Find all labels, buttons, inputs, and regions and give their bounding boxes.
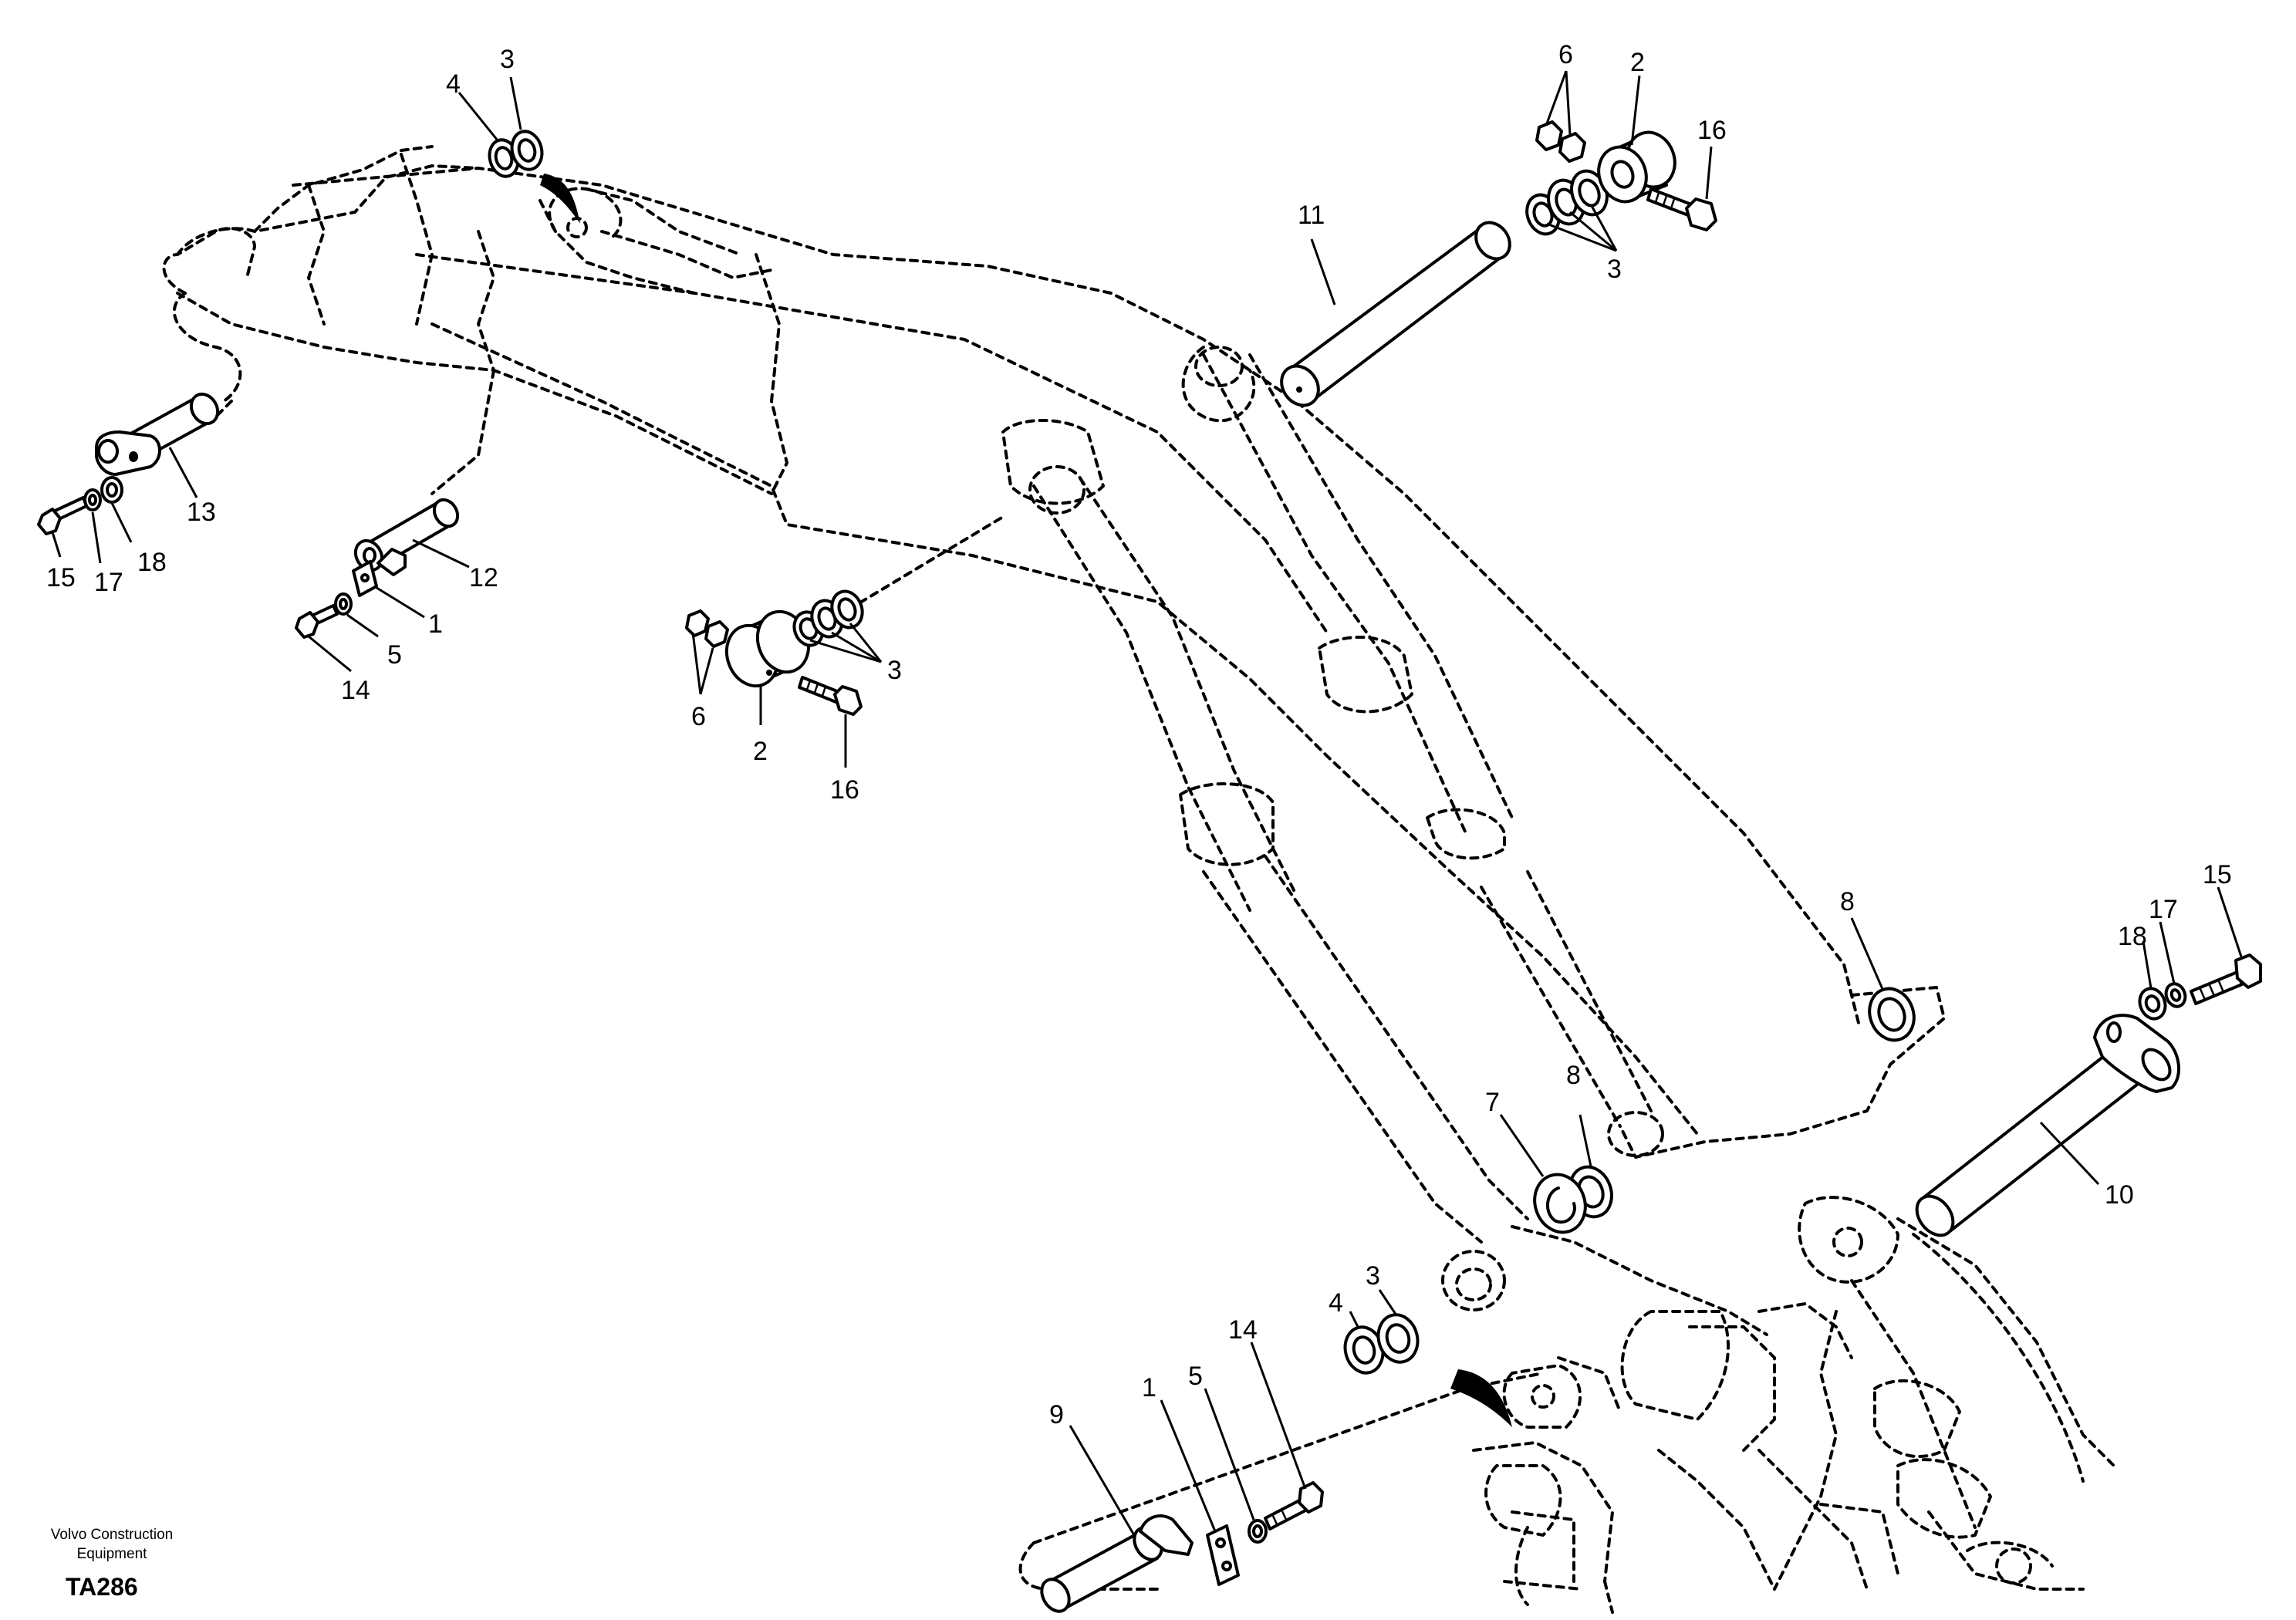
callout-18: 18: [137, 548, 167, 577]
washers-3-top-right: [1525, 169, 1609, 236]
fasteners-right: [2138, 953, 2262, 1021]
callout-17: 17: [94, 568, 123, 597]
callout-3: 3: [1366, 1261, 1380, 1291]
pin-10: [1915, 1014, 2181, 1237]
callout-9: 9: [1049, 1400, 1064, 1429]
callout-3: 3: [887, 656, 902, 685]
collar-2-top-right: [1597, 130, 1676, 204]
callout-1: 1: [428, 609, 443, 639]
fasteners-bottom: [1206, 1481, 1324, 1586]
callout-7: 7: [1485, 1088, 1500, 1117]
callout-16: 16: [1697, 116, 1727, 145]
brand-line-1: Volvo Construction: [51, 1527, 173, 1543]
fasteners-upper-left: [37, 476, 123, 535]
callout-14: 14: [1228, 1315, 1258, 1345]
cylinder-outlines: [847, 346, 1664, 1311]
washer-8-upper: [1868, 987, 1916, 1042]
callout-5: 5: [1188, 1362, 1203, 1391]
callout-2: 2: [1630, 48, 1645, 77]
callout-3: 3: [1607, 255, 1622, 284]
bolt-16-top-right: [1646, 187, 1717, 231]
callout-15: 15: [46, 563, 76, 592]
callout-labels: 4 3 6 2 16 11 3 13 15 17 18 12 1 5 14 6 …: [46, 40, 2232, 1429]
ring-7: [1533, 1173, 1587, 1234]
callout-2: 2: [753, 737, 768, 766]
callout-1: 1: [1142, 1373, 1156, 1402]
callout-11: 11: [1298, 201, 1325, 230]
brand-line-2: Equipment: [77, 1546, 148, 1562]
pin-13: [95, 392, 220, 476]
boom-outline: [292, 167, 1946, 1159]
fasteners-left: [295, 560, 378, 639]
nuts-6-middle: [685, 609, 729, 648]
callout-8: 8: [1566, 1061, 1581, 1090]
callout-16: 16: [830, 775, 859, 805]
callout-14: 14: [341, 676, 370, 705]
bolt-16-middle: [798, 676, 863, 716]
callout-5: 5: [387, 640, 402, 670]
callout-4: 4: [446, 69, 461, 99]
washers-4-3-top: [488, 130, 580, 224]
callout-17: 17: [2149, 895, 2178, 924]
washers-3-middle: [792, 589, 864, 647]
callout-10: 10: [2105, 1180, 2134, 1210]
callout-3: 3: [500, 45, 515, 74]
callout-12: 12: [469, 563, 498, 592]
callout-18: 18: [2118, 922, 2147, 951]
pin-11: [1280, 221, 1511, 407]
washers-4-3-bottom: [1343, 1313, 1512, 1427]
nuts-6-top-right: [1535, 120, 1586, 163]
footer: Volvo Construction Equipment TA286: [51, 1527, 173, 1601]
callout-8: 8: [1840, 887, 1855, 916]
pin-9: [1040, 1514, 1194, 1613]
callout-6: 6: [691, 702, 706, 731]
callout-13: 13: [187, 498, 216, 527]
callout-15: 15: [2203, 860, 2232, 889]
callout-4: 4: [1329, 1288, 1343, 1318]
drawing-code: TA286: [66, 1573, 138, 1601]
callout-6: 6: [1558, 40, 1573, 69]
pin-12: [353, 498, 460, 576]
leader-lines: [51, 70, 2243, 1536]
